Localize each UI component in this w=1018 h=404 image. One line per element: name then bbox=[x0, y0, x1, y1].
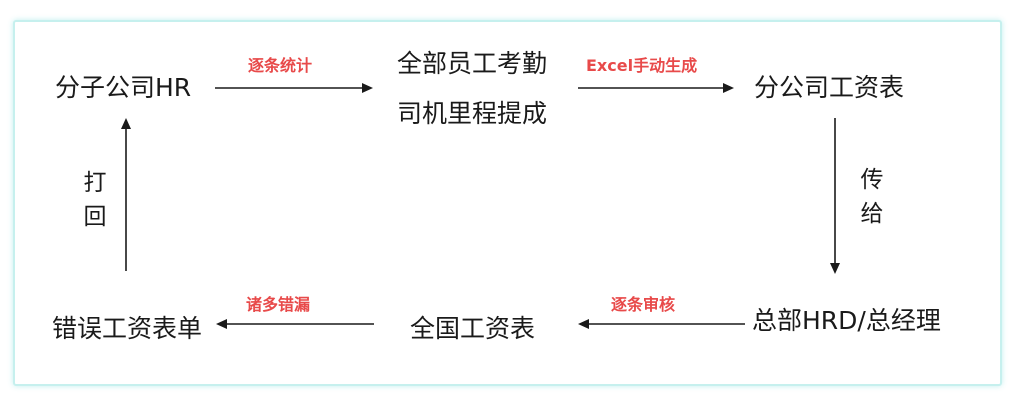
node-subsidiary-hr: 分子公司HR bbox=[55, 73, 192, 102]
arrowhead-right bbox=[723, 83, 734, 93]
arrowhead-left bbox=[216, 319, 227, 329]
label-national-to-error: 诸多错漏 bbox=[246, 295, 311, 314]
arrowhead-down bbox=[830, 263, 840, 274]
diagram-frame bbox=[13, 20, 1002, 386]
label-hq-to-national: 逐条审核 bbox=[611, 295, 676, 314]
arrowhead-up bbox=[121, 118, 131, 129]
label-branch-to-hq: 传给 bbox=[860, 167, 884, 227]
node-attendance-line2: 司机里程提成 bbox=[397, 99, 548, 128]
label-attendance-to-branch: Excel手动生成 bbox=[586, 56, 698, 75]
label-hr-to-attendance: 逐条统计 bbox=[248, 56, 313, 75]
node-attendance-line1: 全部员工考勤 bbox=[397, 49, 548, 78]
label-error-to-hr: 打回 bbox=[83, 170, 107, 230]
node-error-payroll: 错误工资表单 bbox=[52, 314, 203, 343]
node-branch-payroll: 分公司工资表 bbox=[754, 73, 905, 102]
node-national-payroll: 全国工资表 bbox=[410, 314, 536, 343]
arrowhead-right bbox=[362, 83, 373, 93]
node-hq-hrd: 总部HRD/总经理 bbox=[752, 306, 941, 335]
arrowhead-left bbox=[578, 319, 589, 329]
